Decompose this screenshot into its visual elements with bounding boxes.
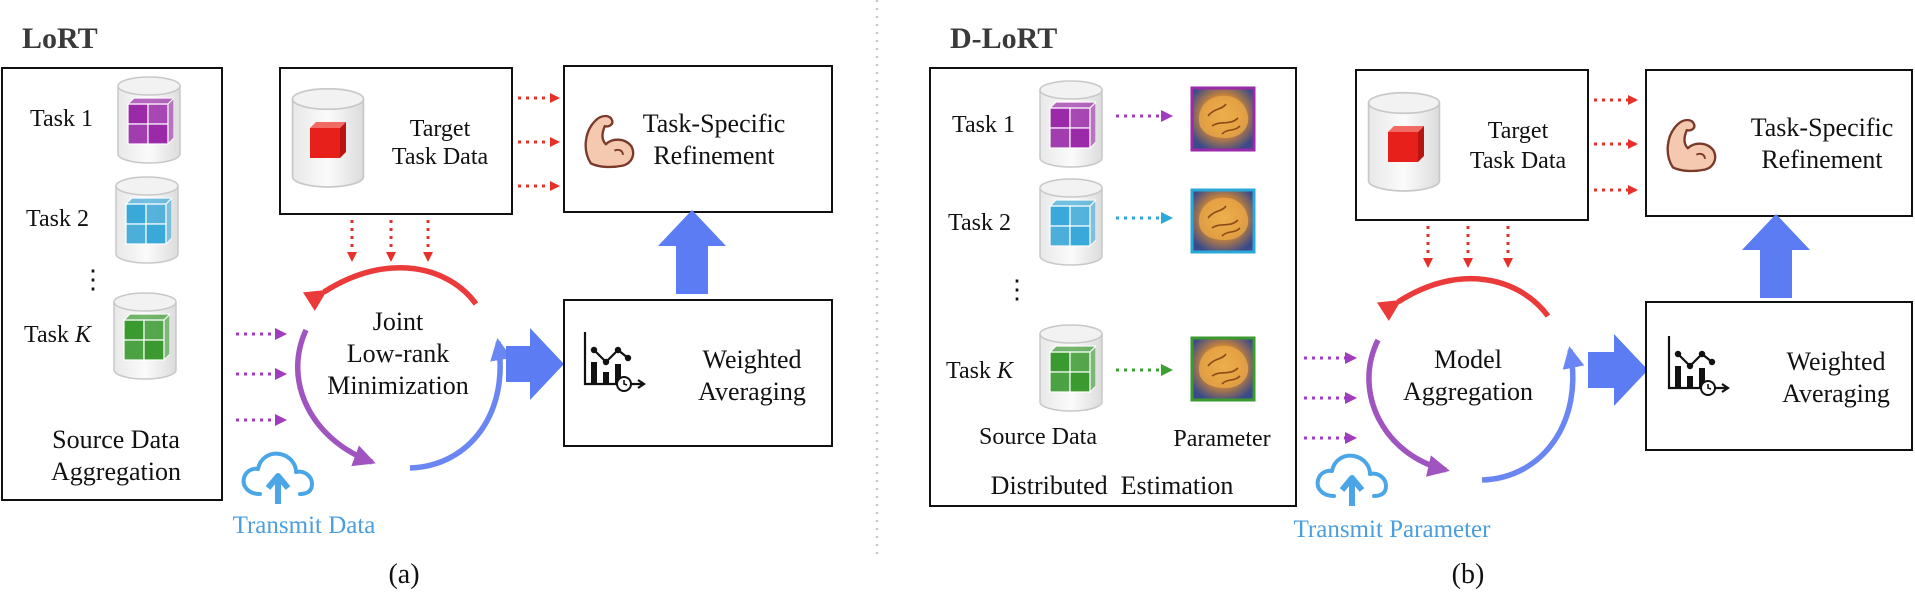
brain-parameter-icon	[1191, 189, 1255, 253]
b-ellipsis: ⋮	[1004, 275, 1030, 304]
panel-a: LoRT Task 1 Task 2 ⋮ Task K Source Data …	[1, 22, 833, 590]
b-blue-arc-arrow	[1481, 346, 1585, 483]
col-source-label: Source Data	[979, 424, 1097, 450]
b-task-1-cubes-icon	[1049, 101, 1096, 149]
target-label-line1: Target	[410, 116, 471, 142]
purple-arc-arrow	[295, 328, 376, 467]
b-task-2-cubes-icon	[1049, 199, 1096, 247]
task-k-cubes-icon	[123, 313, 170, 361]
source-label-line2: Aggregation	[51, 457, 181, 486]
b-target-label-line1: Target	[1488, 118, 1549, 144]
cloud-upload-icon	[244, 454, 312, 504]
avg-label-line1: Weighted	[703, 345, 802, 374]
b-red-arc-arrow	[1376, 276, 1551, 321]
b-avg-label-line1: Weighted	[1787, 347, 1886, 376]
task-k-label: Task K	[24, 322, 93, 348]
dist-estimation-label: Distributed Estimation	[991, 471, 1234, 500]
param-frame-2	[1190, 188, 1256, 254]
task-2-label: Task 2	[26, 206, 89, 232]
b-task-k-label: Task K	[946, 358, 1015, 384]
caption-b: (b)	[1452, 559, 1485, 590]
b-up-block-arrow	[1742, 214, 1810, 298]
target-to-refine-arrows	[518, 93, 560, 191]
b-target-label-line2: Task Data	[1470, 148, 1567, 174]
task-1-label: Task 1	[30, 106, 93, 132]
transmit-data-label: Transmit Data	[233, 512, 376, 539]
cloud-upload-icon	[1318, 456, 1386, 506]
target-to-center-arrows	[347, 220, 433, 262]
param-frame-k	[1190, 336, 1256, 402]
b-refine-label-line2: Refinement	[1761, 145, 1883, 174]
refinement-box	[563, 65, 833, 213]
caption-a: (a)	[388, 559, 419, 590]
right-block-arrow	[506, 328, 564, 400]
red-arc-arrow	[302, 265, 479, 311]
source-label-line1: Source Data	[52, 425, 180, 454]
target-cube-side	[340, 122, 346, 158]
task-2-cubes-icon	[125, 197, 172, 245]
b-target-to-refine-arrows	[1594, 95, 1638, 195]
avg-label-line2: Averaging	[698, 377, 806, 406]
refine-label-line2: Refinement	[653, 141, 775, 170]
b-task-1-label: Task 1	[952, 112, 1015, 138]
input-arrows	[236, 328, 287, 426]
b-refine-label-line1: Task-Specific	[1751, 113, 1894, 142]
task-1-cubes-icon	[127, 97, 174, 145]
source-aggregation-box	[1, 67, 223, 501]
b-target-cube-top	[1388, 126, 1424, 132]
center-label-line1: Joint	[373, 307, 424, 336]
refine-label-line1: Task-Specific	[643, 109, 786, 138]
b-weighted-averaging-box	[1645, 301, 1913, 451]
b-target-cube-icon	[1388, 132, 1418, 162]
col-param-label: Parameter	[1173, 426, 1270, 452]
target-cube-top	[310, 122, 346, 128]
ellipsis: ⋮	[80, 265, 106, 294]
brain-parameter-icon	[1191, 337, 1255, 401]
param-frame-1	[1190, 86, 1256, 152]
b-task-2-label: Task 2	[948, 210, 1011, 236]
target-cube-icon	[310, 128, 340, 158]
blue-arc-arrow	[409, 338, 512, 471]
b-center-label-line2: Aggregation	[1403, 377, 1533, 406]
target-label-line2: Task Data	[392, 144, 489, 170]
panel-a-title: LoRT	[22, 22, 98, 55]
brain-parameter-icon	[1191, 87, 1255, 151]
center-label-line2: Low-rank	[347, 339, 450, 368]
b-target-to-center-arrows	[1423, 226, 1513, 268]
b-input-arrows	[1304, 352, 1357, 444]
b-center-label-line1: Model	[1434, 345, 1502, 374]
b-avg-label-line2: Averaging	[1782, 379, 1890, 408]
b-task-k-cubes-icon	[1049, 345, 1096, 393]
panel-b: D-LoRT Task 1 Task 2 ⋮ Task K Source Dat…	[929, 22, 1913, 590]
b-refinement-box	[1645, 69, 1913, 217]
b-target-cube-side	[1418, 126, 1424, 162]
b-right-block-arrow	[1588, 334, 1648, 406]
transmit-parameter-label: Transmit Parameter	[1294, 516, 1492, 543]
b-purple-arc-arrow	[1366, 338, 1450, 477]
panel-b-title: D-LoRT	[950, 22, 1057, 55]
up-block-arrow	[658, 210, 726, 294]
center-label-line3: Minimization	[327, 371, 469, 400]
